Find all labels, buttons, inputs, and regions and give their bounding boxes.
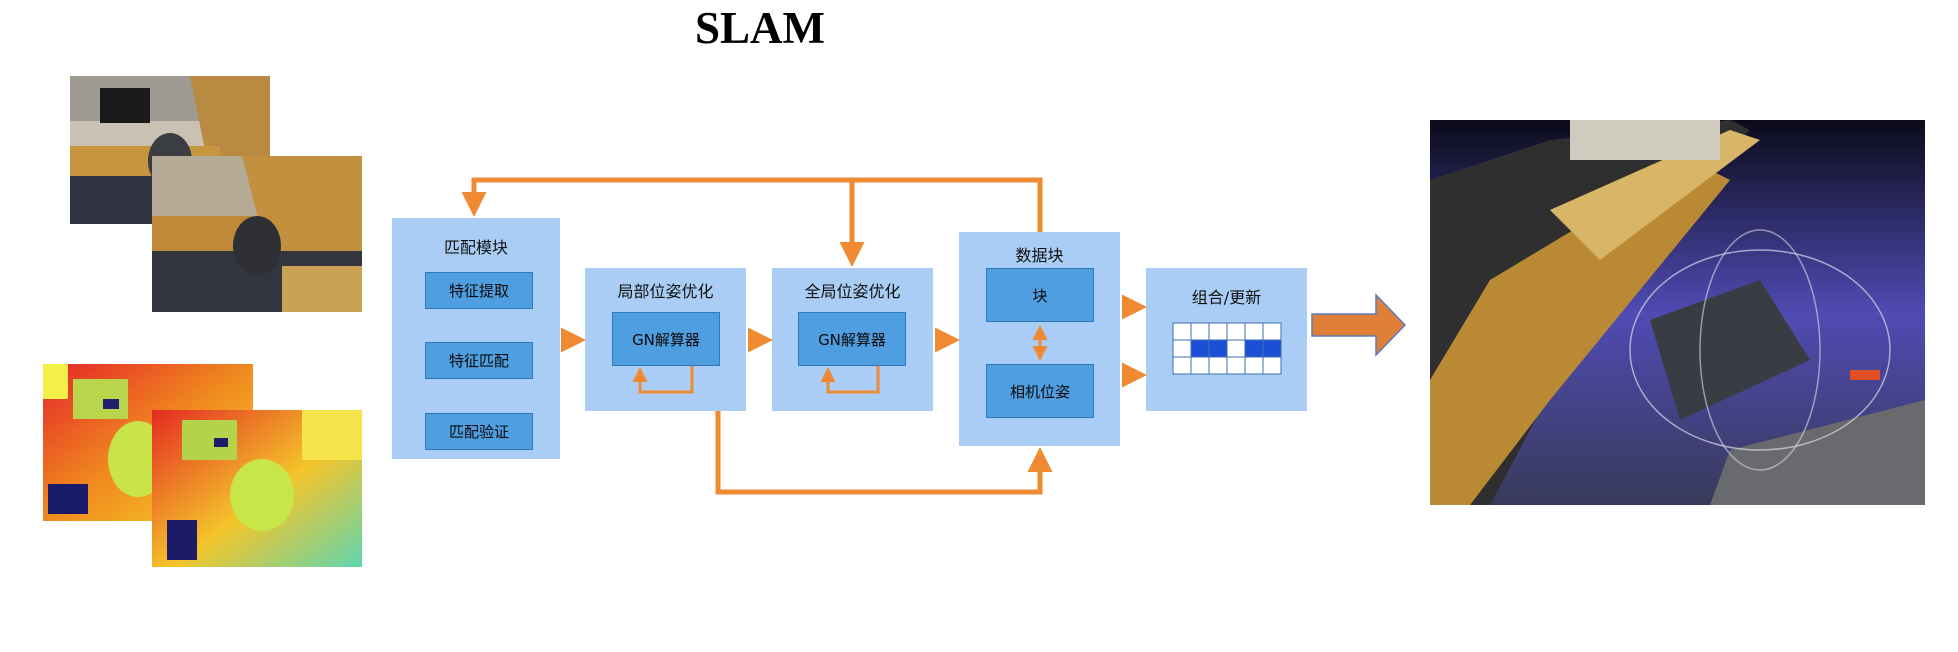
global-pose-module: 全局位姿优化 GN解算器 — [772, 268, 933, 411]
feature-extraction-box: 特征提取 — [425, 272, 533, 309]
matching-module-title: 匹配模块 — [443, 238, 508, 257]
rgb-frame-2 — [152, 156, 362, 312]
data-block-module: 数据块 块 相机位姿 — [959, 232, 1120, 446]
match-verification-box: 匹配验证 — [425, 413, 533, 450]
matching-module: 匹配模块 特征提取 特征匹配 匹配验证 — [392, 218, 560, 459]
feature-matching-box: 特征匹配 — [425, 342, 533, 379]
block-box: 块 — [986, 268, 1094, 322]
diagram-title: SLAM — [694, 3, 825, 53]
output-arrow — [1311, 293, 1407, 357]
arrow-local-to-data-bottom — [715, 411, 1053, 495]
grid-cell-empty — [1262, 356, 1282, 375]
local-solver-loop — [632, 366, 694, 394]
global-gn-solver-box: GN解算器 — [798, 312, 906, 366]
local-pose-title: 局部位姿优化 — [617, 282, 714, 301]
combine-update-module: 组合/更新 — [1146, 268, 1307, 411]
global-solver-loop — [820, 366, 880, 394]
voxel-grid — [1172, 322, 1282, 375]
data-block-title: 数据块 — [1015, 246, 1064, 265]
combine-update-title: 组合/更新 — [1191, 288, 1262, 307]
feedback-arrow-to-matching — [461, 177, 1043, 232]
local-pose-module: 局部位姿优化 GN解算器 — [585, 268, 746, 411]
global-pose-title: 全局位姿优化 — [804, 282, 901, 301]
depth-frame-2 — [152, 410, 362, 567]
local-gn-solver-box: GN解算器 — [612, 312, 720, 366]
reconstruction-3d — [1430, 120, 1925, 505]
camera-pose-box: 相机位姿 — [986, 364, 1094, 418]
